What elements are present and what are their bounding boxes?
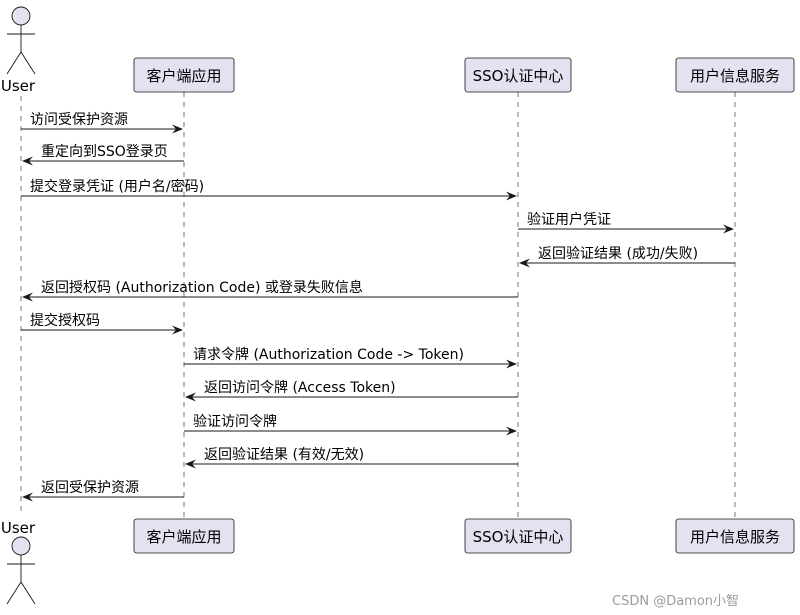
participant-box-bottom-userinfo xyxy=(675,518,795,554)
participant-box-bottom-client xyxy=(133,518,235,554)
participant-box-top-sso xyxy=(464,57,572,93)
message-label-2: 重定向到SSO登录页 xyxy=(41,144,168,160)
message-label-9: 返回访问令牌 (Access Token) xyxy=(204,379,396,396)
message-arrowhead-9 xyxy=(185,392,196,402)
message-label-5: 返回验证结果 (成功/失败) xyxy=(538,246,698,262)
user-actor-bottom-legs xyxy=(6,581,36,605)
participant-box-bottom-sso xyxy=(464,518,572,554)
message-label-10: 验证访问令牌 xyxy=(193,413,277,430)
participant-label-bottom-user: User xyxy=(1,519,36,537)
message-label-4: 验证用户凭证 xyxy=(527,211,611,228)
participant-label-top-sso: SSO认证中心 xyxy=(473,67,564,85)
message-arrowhead-7 xyxy=(172,325,183,335)
message-arrowhead-1 xyxy=(172,124,183,134)
participant-label-bottom-client: 客户端应用 xyxy=(146,528,221,546)
message-arrowhead-5 xyxy=(519,258,530,268)
message-arrowhead-10 xyxy=(506,426,517,436)
participant-box-top-userinfo xyxy=(675,57,795,93)
message-arrowhead-4 xyxy=(723,224,734,234)
message-arrowhead-2 xyxy=(22,156,33,166)
participant-box-top-client xyxy=(133,57,235,93)
user-actor-top-head-icon xyxy=(11,6,31,26)
participant-label-bottom-userinfo: 用户信息服务 xyxy=(690,528,780,546)
message-arrowhead-8 xyxy=(506,359,517,369)
user-actor-top-legs xyxy=(6,51,36,75)
participant-label-top-userinfo: 用户信息服务 xyxy=(690,67,780,85)
watermark: CSDN @Damon小智 xyxy=(612,594,740,609)
user-actor-bottom-head-icon xyxy=(11,536,31,556)
message-arrowhead-6 xyxy=(22,292,33,302)
participant-label-top-user: User xyxy=(1,77,36,95)
message-label-3: 提交登录凭证 (用户名/密码) xyxy=(30,178,204,195)
message-arrowhead-12 xyxy=(22,492,33,502)
message-label-6: 返回授权码 (Authorization Code) 或登录失败信息 xyxy=(41,279,363,296)
message-label-12: 返回受保护资源 xyxy=(41,480,139,496)
message-label-8: 请求令牌 (Authorization Code -> Token) xyxy=(193,346,464,363)
message-arrowhead-11 xyxy=(185,459,196,469)
participant-label-bottom-sso: SSO认证中心 xyxy=(473,528,564,546)
message-label-7: 提交授权码 xyxy=(30,312,100,329)
message-label-1: 访问受保护资源 xyxy=(30,112,128,128)
message-label-11: 返回验证结果 (有效/无效) xyxy=(204,447,364,463)
participant-label-top-client: 客户端应用 xyxy=(146,67,221,85)
message-arrowhead-3 xyxy=(506,191,517,201)
